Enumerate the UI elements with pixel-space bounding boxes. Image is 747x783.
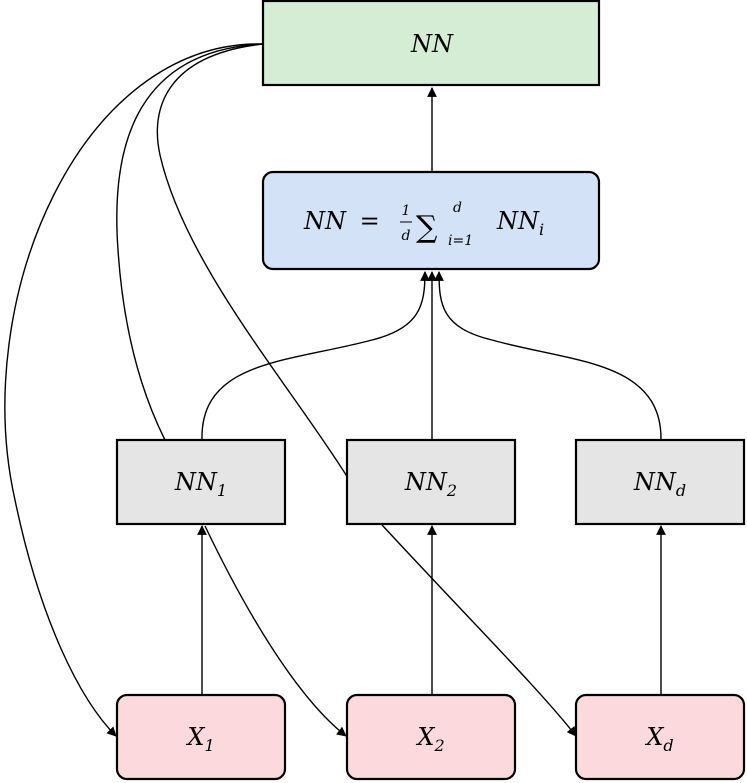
formula-lhs: NN <box>303 207 347 235</box>
sum-symbol: ∑ <box>416 210 438 245</box>
edge-nn-1-to-input-2 <box>204 525 347 737</box>
average-node: NN = 1 d ∑ d i=1 NNi <box>261 170 601 271</box>
input-nodes: X1 X2 Xd <box>115 693 746 781</box>
formula-rhs: NNi <box>496 207 544 239</box>
edge-nn-1-to-avg <box>201 271 430 441</box>
input-node-1: X1 <box>185 723 214 755</box>
edge-nn-d-to-avg <box>434 271 662 441</box>
top-node-label: NN <box>410 30 454 58</box>
fraction-numerator: 1 <box>402 203 411 219</box>
edge-top-to-input-1 <box>4 43 264 737</box>
model-node-2: NN2 <box>404 468 457 500</box>
edges <box>4 43 666 737</box>
model-node-d: NNd <box>633 468 686 500</box>
input-node-2: X2 <box>415 723 444 755</box>
model-node-1: NN1 <box>174 468 227 500</box>
average-formula: NN = <box>303 207 380 235</box>
input-node-d: Xd <box>644 723 673 755</box>
model-nodes: NN1 NN2 NNd <box>115 438 746 526</box>
sum-lower-limit: i=1 <box>448 233 473 249</box>
sum-upper-limit: d <box>453 200 462 216</box>
top-node: NN <box>261 0 601 87</box>
formula-equals: = <box>360 207 380 235</box>
fraction-denominator: d <box>402 228 411 244</box>
edge-top-to-input-d <box>156 43 577 737</box>
edge-top-to-nn-1 <box>116 43 264 441</box>
